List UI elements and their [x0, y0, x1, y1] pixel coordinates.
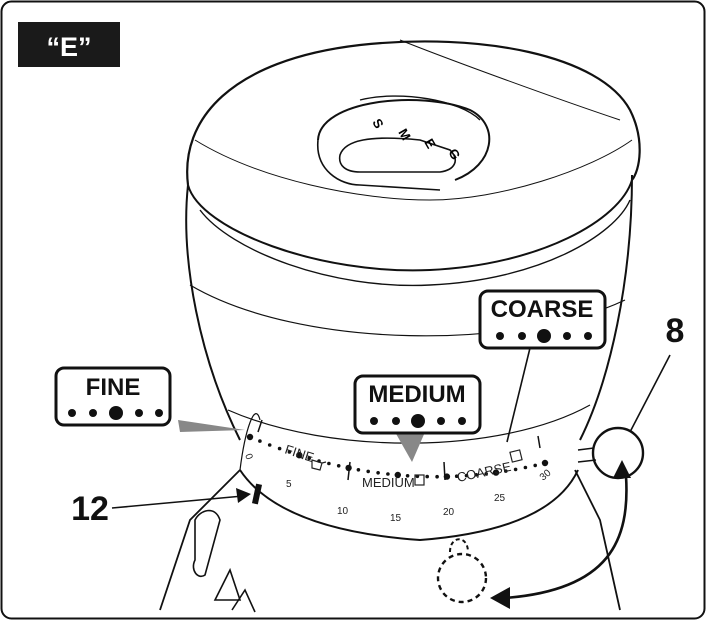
cup-icon	[311, 459, 327, 471]
dial-tick-25: 25	[494, 493, 506, 504]
dial-minor-dot	[504, 469, 508, 473]
callout-fine-title: FINE	[86, 374, 141, 401]
dial-major-dot	[394, 471, 401, 479]
dial-minor-dot	[435, 474, 439, 479]
dial-major-dot	[345, 464, 352, 472]
dial-minor-dot	[484, 472, 489, 476]
callout-12-label: 12	[71, 490, 109, 528]
callout-number-8: 8	[629, 312, 685, 433]
dial-minor-dot	[523, 465, 528, 470]
callout-coarse-title: COARSE	[491, 296, 594, 323]
dial-major-dot	[443, 473, 451, 480]
dial-minor-dot	[533, 463, 537, 468]
callout-8-label: 8	[666, 312, 685, 350]
dial-minor-dot	[258, 439, 262, 443]
cup-icon	[509, 449, 523, 463]
callout-medium: MEDIUM	[353, 374, 482, 462]
dial-minor-dot	[405, 474, 410, 478]
dial-minor-dot	[267, 443, 272, 447]
dial-major-dot	[296, 452, 303, 459]
dial-tick-15: 15	[390, 513, 402, 524]
dial-minor-dot	[425, 474, 430, 479]
dial-minor-dot	[376, 471, 380, 475]
dial-minor-dot	[287, 450, 292, 454]
dial-minor-dot	[474, 473, 479, 477]
rotation-arrow	[490, 460, 631, 609]
callout-medium-dots	[370, 414, 466, 428]
dial-minor-dot	[307, 456, 312, 461]
dial-tick-20: 20	[443, 507, 455, 518]
figure-label-box: “E”	[18, 22, 120, 67]
dial-tick-5: 5	[286, 479, 292, 490]
cup-icon	[414, 474, 425, 486]
callout-fine-dots	[68, 406, 163, 420]
dial-tick-10: 10	[337, 506, 349, 517]
dial-minor-dot	[464, 473, 469, 478]
dial-zone-medium: MEDIUM	[362, 475, 415, 490]
callout-coarse: COARSE	[478, 289, 607, 443]
grind-dial-scale: FINE MEDIUM COARSE 0 5 10 15 20 25 30	[242, 419, 554, 524]
dial-minor-dot	[454, 474, 459, 479]
dial-major-dot	[246, 433, 254, 441]
dial-minor-dot	[513, 467, 518, 472]
callout-fine: FINE	[54, 366, 245, 432]
dial-minor-dot	[277, 446, 282, 451]
dial-minor-dot	[336, 464, 341, 468]
dial-minor-dot	[366, 469, 371, 474]
dial-tick-0: 0	[242, 452, 254, 461]
callout-medium-title: MEDIUM	[368, 381, 465, 408]
dial-minor-dot	[386, 472, 390, 476]
dial-major-dot	[492, 469, 500, 476]
figure-label: “E”	[46, 32, 91, 62]
callout-coarse-dots	[496, 329, 592, 343]
dial-minor-dot	[327, 461, 331, 466]
dial-dots	[246, 433, 549, 480]
dial-pointer	[251, 483, 263, 505]
dial-minor-dot	[356, 468, 361, 472]
dial-major-dot	[541, 459, 549, 467]
callout-number-12: 12	[71, 488, 251, 528]
